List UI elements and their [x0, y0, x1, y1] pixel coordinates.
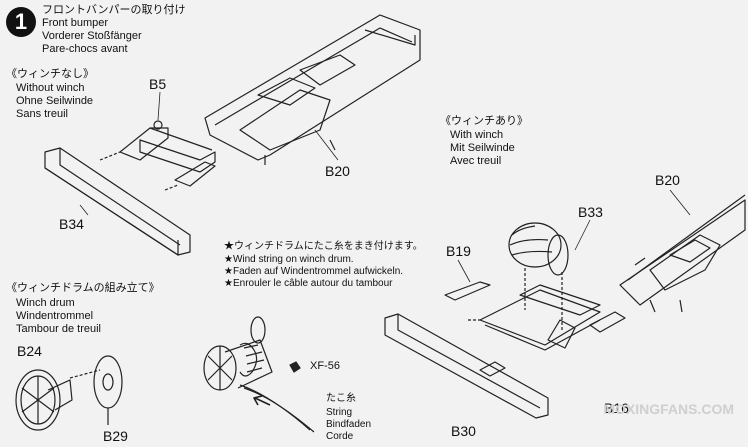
watermark-text: MOXINGFANS.COM	[603, 401, 734, 417]
winch-drum-de: Windentrommel	[16, 310, 94, 322]
step-title-ja: フロントバンパーの取り付け	[42, 4, 186, 16]
string-note-de: ★Faden auf Windentrommel aufwickeln.	[224, 266, 404, 277]
without-winch-ja: 《ウィンチなし》	[6, 68, 94, 80]
string-note-fr: ★Enrouler le câble autour du tambour	[224, 278, 393, 289]
winch-drum-with-string	[203, 316, 315, 433]
bumper-b30	[384, 313, 549, 419]
winch-drum-ja: 《ウィンチドラムの組み立て》	[6, 282, 160, 294]
with-winch-en: With winch	[450, 129, 504, 141]
step-number-badge: 1	[6, 7, 36, 37]
without-winch-en: Without winch	[16, 82, 85, 94]
string-label-fr: Corde	[326, 431, 354, 442]
string-label-en: String	[326, 407, 353, 418]
winch-drum-assembly	[15, 355, 123, 431]
with-winch-ja: 《ウィンチあり》	[440, 115, 528, 127]
part-label-b24: B24	[17, 343, 42, 359]
with-winch-fr: Avec treuil	[450, 155, 502, 167]
chassis-frame-left	[204, 14, 421, 165]
bumper-b34	[44, 147, 191, 256]
winch-drum-en: Winch drum	[16, 297, 75, 309]
without-winch-fr: Sans treuil	[16, 108, 68, 120]
with-winch-de: Mit Seilwinde	[450, 142, 515, 154]
step-title-en: Front bumper	[42, 17, 109, 29]
part-label-b16: B16	[604, 400, 629, 416]
string-note-ja: ★ウィンチドラムにたこ糸をまき付けます。	[224, 241, 423, 252]
part-label-b34: B34	[59, 216, 84, 232]
part-label-b19: B19	[446, 243, 471, 259]
winch-mount	[444, 222, 626, 351]
step-title-de: Vorderer Stoßfänger	[42, 30, 142, 42]
part-label-b20-right: B20	[655, 172, 680, 188]
part-label-b30: B30	[451, 423, 476, 439]
string-label-ja: たこ糸	[326, 393, 356, 404]
paint-code: XF-56	[310, 360, 340, 372]
winch-drum-fr: Tambour de treuil	[16, 323, 101, 335]
bumper-bracket-b5	[99, 120, 216, 191]
chassis-frame-right	[619, 194, 746, 313]
string-label-de: Bindfaden	[326, 419, 372, 430]
part-label-b33: B33	[578, 204, 603, 220]
step-title-fr: Pare-chocs avant	[42, 43, 128, 55]
part-label-b5: B5	[149, 76, 167, 92]
without-winch-de: Ohne Seilwinde	[16, 95, 94, 107]
leader-lines	[79, 91, 691, 283]
part-label-b20-left: B20	[325, 163, 350, 179]
part-label-b29: B29	[103, 428, 128, 444]
string-note-en: ★Wind string on winch drum.	[224, 254, 354, 265]
